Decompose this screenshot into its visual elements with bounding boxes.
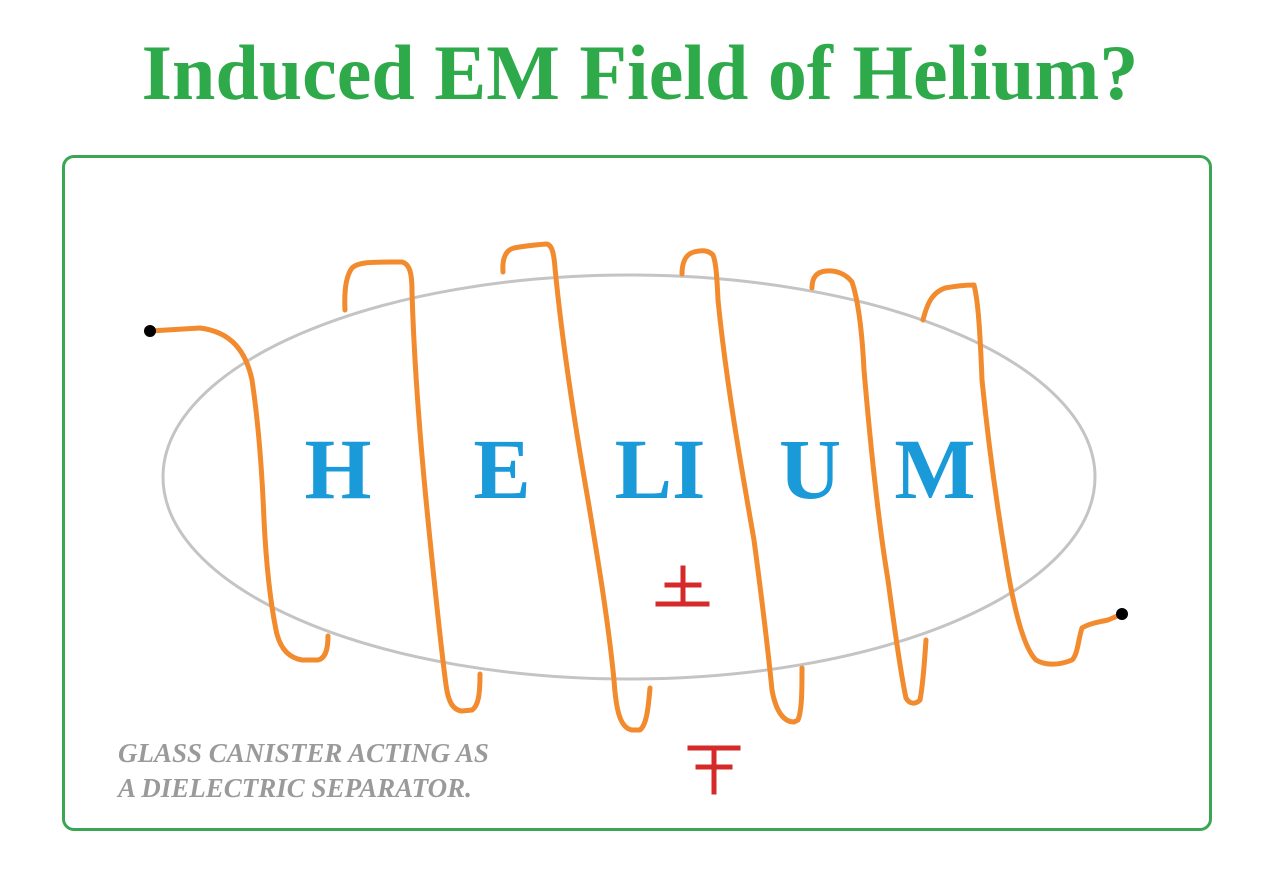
coil-terminal-left — [144, 325, 156, 337]
helium-letter-u: U — [779, 421, 841, 517]
diagram-frame — [62, 155, 1212, 831]
minus-plus-symbol — [687, 745, 741, 795]
page-title: Induced EM Field of Helium? — [141, 29, 1139, 116]
helium-letter-li: LI — [615, 421, 706, 517]
plus-minus-symbol — [655, 565, 710, 607]
caption-line-2: A DIELECTRIC SEPARATOR. — [118, 773, 472, 803]
helium-letter-m: M — [894, 421, 975, 517]
helium-letter-h: H — [305, 421, 372, 517]
caption-line-1: GLASS CANISTER ACTING AS — [118, 738, 489, 768]
coil-terminal-right — [1116, 608, 1128, 620]
helium-letter-e: E — [473, 421, 530, 517]
coil-wire — [147, 241, 1125, 733]
glass-canister — [161, 273, 1097, 681]
